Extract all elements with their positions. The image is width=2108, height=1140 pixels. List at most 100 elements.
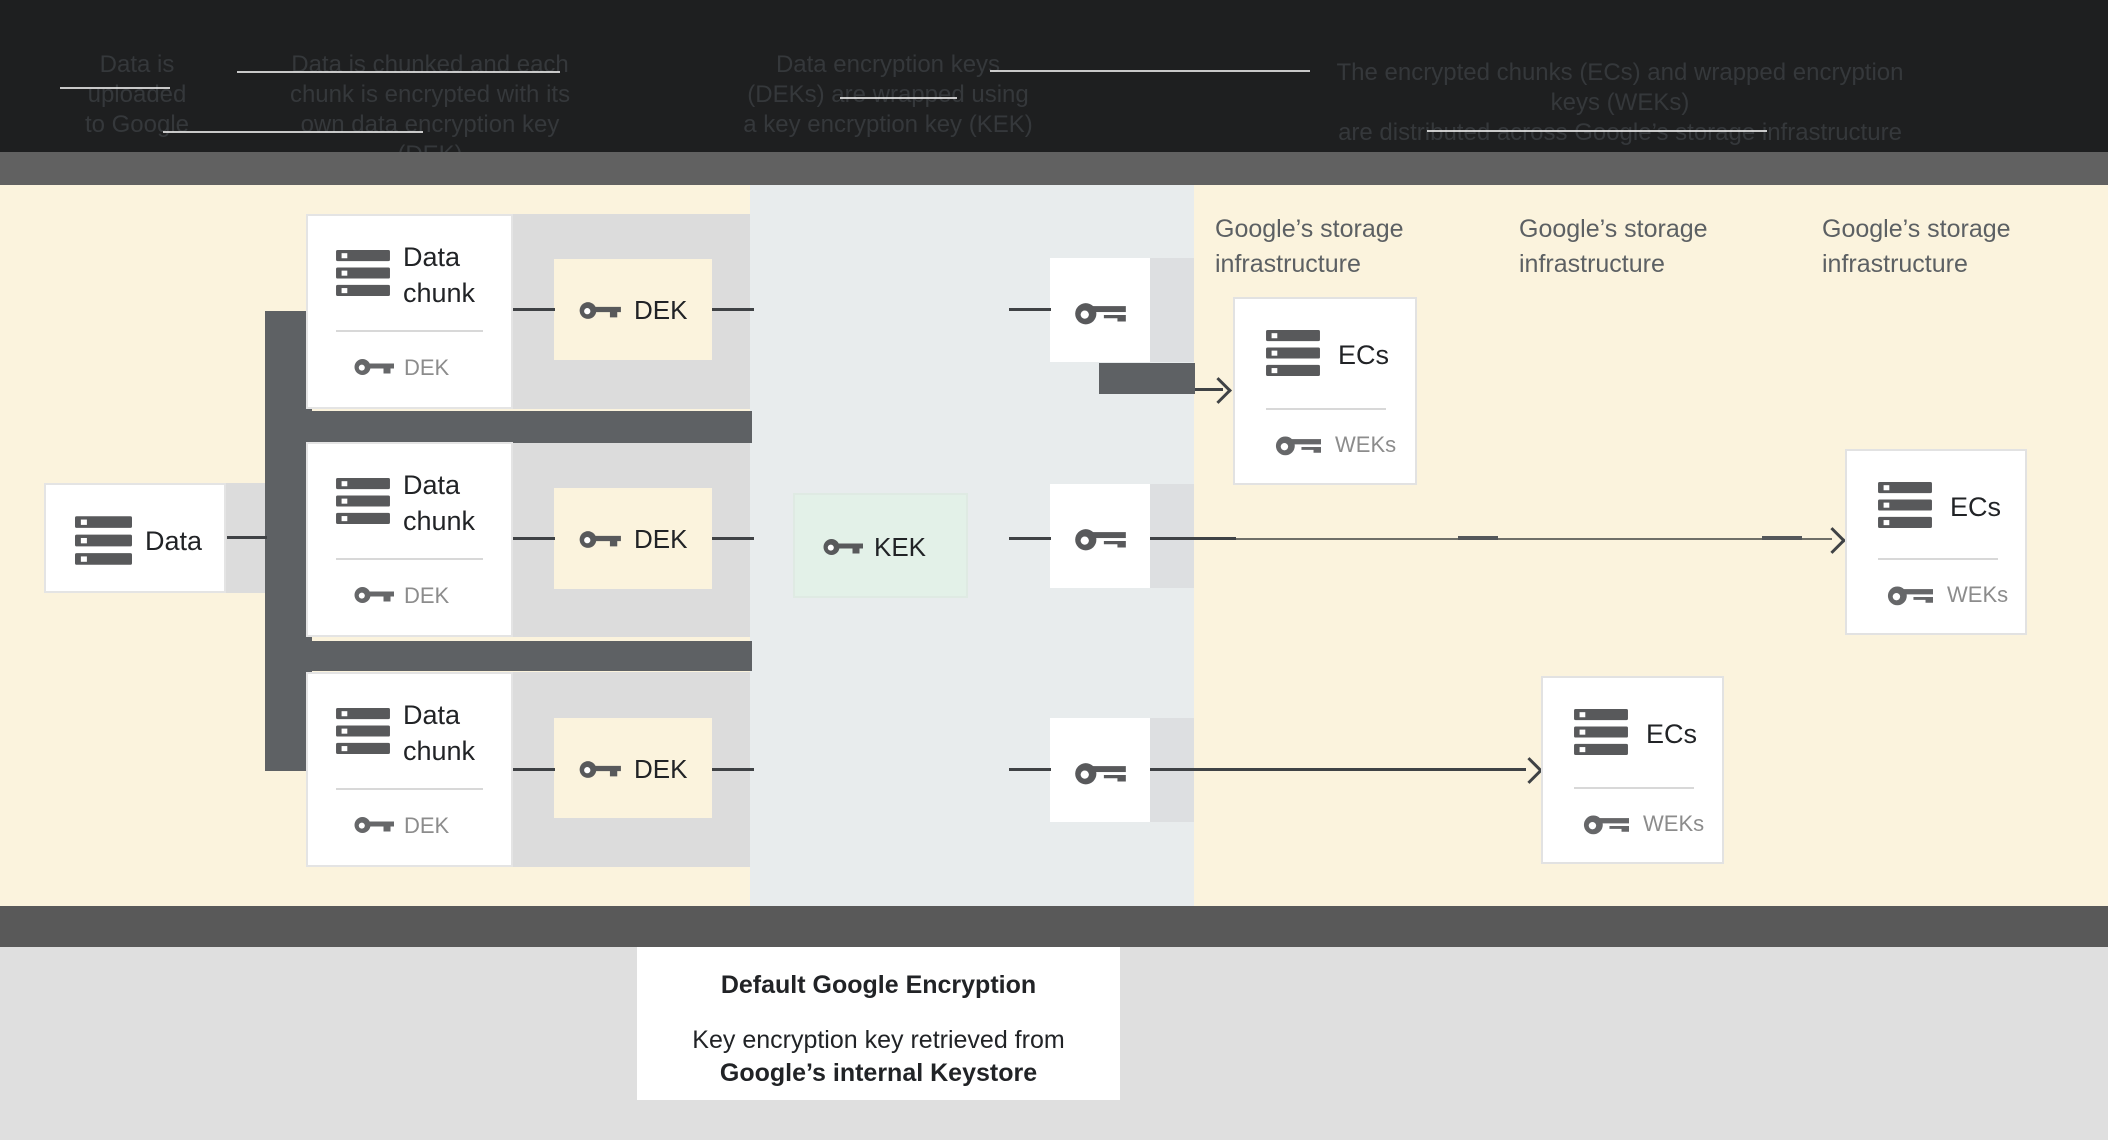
header-caption-wrapping: Data encryption keys (DEKs) are wrapped … (738, 50, 1038, 140)
server-icon (1877, 482, 1933, 528)
box-divider (336, 330, 483, 332)
server-icon (1265, 330, 1321, 376)
arrow-line-segment (1458, 536, 1498, 540)
key-icon (823, 535, 863, 557)
connector-line (227, 536, 267, 539)
chunk-title: Data chunk (403, 242, 476, 308)
caption-line: are distributed across Google’s storage … (1338, 119, 1902, 146)
chunk-splitter-bar (265, 311, 312, 771)
key-icon (1073, 755, 1127, 786)
ecs-title: ECs (1646, 719, 1698, 749)
key-icon (1583, 808, 1629, 836)
chunk-key-label: DEK (404, 583, 450, 608)
legend-title: Default Google Encryption (720, 971, 1037, 999)
wrapped-key-bar (1099, 363, 1195, 394)
dek-box: DEK (554, 718, 712, 818)
box-divider (336, 788, 483, 790)
connector-line (712, 537, 754, 540)
ecs-key-label: WEKs (1335, 432, 1397, 457)
render-artifact-line (237, 71, 560, 73)
caption-line: Data encryption keys (775, 51, 1001, 78)
connector-line (1009, 537, 1051, 540)
arrow-line (1150, 768, 1526, 771)
ecs-box: ECs WEKs (1541, 676, 1724, 864)
storage-label-line: Google’s storage (1215, 215, 1404, 243)
chunk-key-label: DEK (404, 355, 450, 380)
connector-line (712, 308, 754, 311)
caption-line: a key encryption key (KEK) (743, 111, 1033, 138)
chunk-title: Data chunk (403, 700, 476, 766)
key-track (1150, 484, 1194, 588)
key-track (1150, 258, 1194, 362)
server-icon (75, 516, 132, 565)
arrow-line-segment (1762, 536, 1802, 540)
ecs-title: ECs (1950, 492, 2002, 522)
dek-label: DEK (634, 295, 688, 325)
render-artifact-line (163, 131, 423, 133)
chunk-key-label: DEK (404, 813, 450, 838)
dek-box: DEK (554, 259, 712, 360)
caption-line: The encrypted chunks (ECs) and wrapped e… (1336, 59, 1904, 116)
arrow-line (1195, 388, 1223, 391)
data-chunk-box: Data chunk DEK (306, 672, 513, 867)
wrapped-key-box (1050, 258, 1150, 362)
render-artifact-line (1427, 130, 1767, 132)
data-chunk-box: Data chunk DEK (306, 214, 513, 409)
render-artifact-line (840, 97, 957, 99)
connector-line (712, 768, 754, 771)
connector-line (1009, 768, 1051, 771)
storage-infrastructure-label: Google’s storage infrastructure (1215, 212, 1404, 282)
header-caption-distribution: The encrypted chunks (ECs) and wrapped e… (1310, 58, 1930, 148)
key-icon (579, 757, 621, 780)
storage-label-line: Google’s storage (1822, 215, 2011, 243)
box-divider (1574, 787, 1694, 789)
server-icon (1573, 709, 1629, 755)
server-icon (335, 250, 391, 296)
header-band (0, 0, 2108, 152)
connector-line (513, 537, 555, 540)
connector-line (513, 308, 555, 311)
key-icon (579, 298, 621, 321)
data-box: Data (44, 483, 226, 593)
dek-label: DEK (634, 754, 688, 784)
storage-label-line: Google’s storage (1519, 215, 1708, 243)
chunk-divider-bar (265, 641, 752, 671)
header-caption-upload: Data is uploaded to Google (37, 50, 237, 140)
ecs-title: ECs (1338, 340, 1390, 370)
key-icon (354, 355, 394, 377)
chunk-divider-bar (265, 411, 752, 443)
wrapped-key-box (1050, 484, 1150, 588)
kek-box: KEK (793, 493, 968, 598)
arrow-line (1150, 537, 1236, 540)
storage-label-line: infrastructure (1215, 250, 1361, 278)
caption-line: uploaded (87, 81, 187, 108)
caption-line: Data is chunked and each (291, 51, 569, 78)
key-icon (354, 813, 394, 835)
key-icon (1275, 429, 1321, 457)
caption-line: (DEKs) are wrapped using (747, 81, 1029, 108)
server-icon (335, 478, 391, 524)
ecs-box: ECs WEKs (1845, 449, 2027, 635)
top-divider-bar (0, 152, 2108, 185)
storage-label-line: infrastructure (1822, 250, 1968, 278)
key-icon (579, 527, 621, 550)
storage-infrastructure-label: Google’s storage infrastructure (1519, 212, 1708, 282)
wrapped-key-box (1050, 718, 1150, 822)
ecs-key-label: WEKs (1643, 811, 1705, 836)
chunk-title: Data chunk (403, 470, 476, 536)
box-divider (1878, 558, 1998, 560)
storage-label-line: infrastructure (1519, 250, 1665, 278)
box-divider (1266, 408, 1386, 410)
render-artifact-line (60, 87, 170, 89)
bottom-divider-bar (0, 906, 2108, 947)
legend-line: Google’s internal Keystore (719, 1059, 1038, 1087)
key-icon (1073, 295, 1127, 326)
connector-line (513, 768, 555, 771)
connector-line (1009, 308, 1051, 311)
key-icon (354, 583, 394, 605)
render-artifact-line (990, 70, 1310, 72)
ecs-box: ECs WEKs (1233, 297, 1417, 485)
caption-line: to Google (84, 111, 190, 138)
server-icon (335, 708, 391, 754)
